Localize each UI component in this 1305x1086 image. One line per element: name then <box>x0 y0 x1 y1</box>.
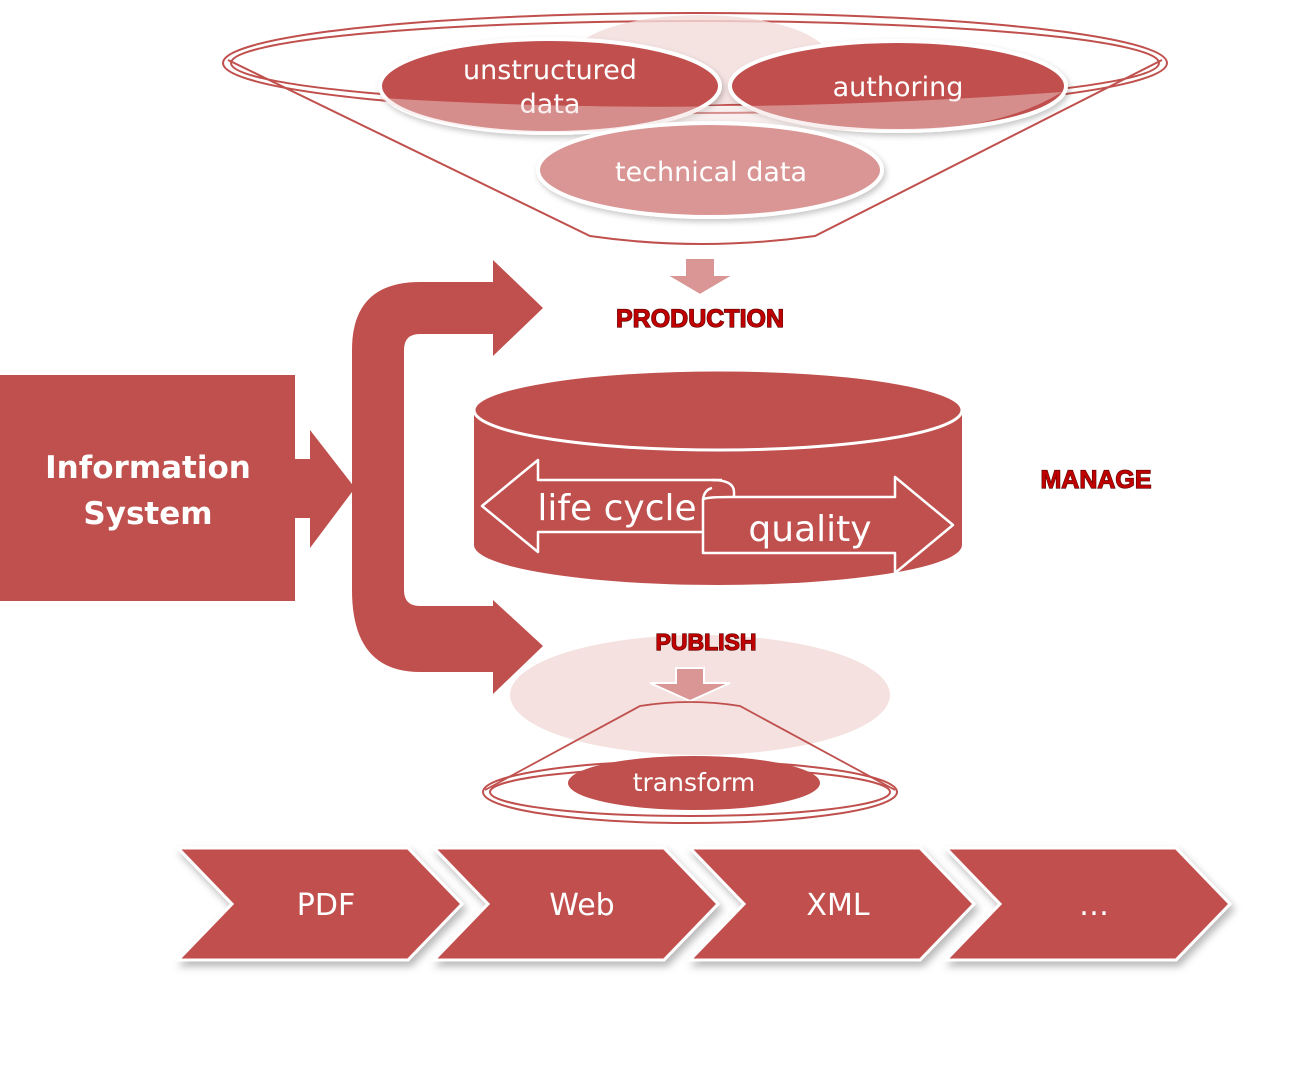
connector-arrow <box>295 430 355 548</box>
output-label: Web <box>549 888 614 923</box>
funnel-item-technical-data: technical data <box>536 121 884 219</box>
output-chevron-more: … <box>942 846 1233 962</box>
funnel-item-label: technical data <box>615 157 807 188</box>
stage-label-manage: MANAGE <box>1040 466 1151 494</box>
quality-label: quality <box>748 509 871 550</box>
information-system-block: Information System <box>0 375 295 601</box>
transform-cone: transform <box>482 701 898 824</box>
funnel-rim-outer <box>222 12 1168 114</box>
bracket-arrow <box>352 260 543 694</box>
output-label: PDF <box>297 888 355 923</box>
lifecycle-label: life cycle <box>537 488 696 529</box>
transform-label: transform <box>633 768 756 797</box>
publish-down-arrow <box>649 667 731 703</box>
input-funnel: unstructured data authoring technical da… <box>222 12 1168 245</box>
output-chevrons: PDF Web XML … <box>174 846 1233 962</box>
output-chevron-pdf: PDF <box>174 846 465 962</box>
quality-arrow: quality <box>701 475 955 575</box>
stage-label-publish: PUBLISH <box>656 629 757 655</box>
output-label: … <box>1079 888 1109 923</box>
output-label: XML <box>806 888 869 923</box>
funnel-body <box>227 59 1163 245</box>
funnel-overlay-band <box>380 92 1062 132</box>
lifecycle-arrow: life cycle <box>480 458 736 554</box>
funnel-item-label-line2: data <box>520 89 581 120</box>
information-system-label-line1: Information <box>45 450 251 486</box>
funnel-item-label: authoring <box>833 72 964 103</box>
transform-ellipse <box>568 756 820 810</box>
output-chevron-web: Web <box>430 846 721 962</box>
funnel-item-label: unstructured <box>463 55 637 86</box>
database-cylinder: life cycle quality <box>472 368 964 585</box>
stage-label-production: PRODUCTION <box>616 305 784 333</box>
information-system-label-line2: System <box>83 496 212 532</box>
output-chevron-xml: XML <box>686 846 977 962</box>
funnel-item-authoring: authoring <box>728 39 1068 133</box>
funnel-down-arrow <box>662 257 738 297</box>
funnel-item-unstructured-data: unstructured data <box>378 37 722 135</box>
